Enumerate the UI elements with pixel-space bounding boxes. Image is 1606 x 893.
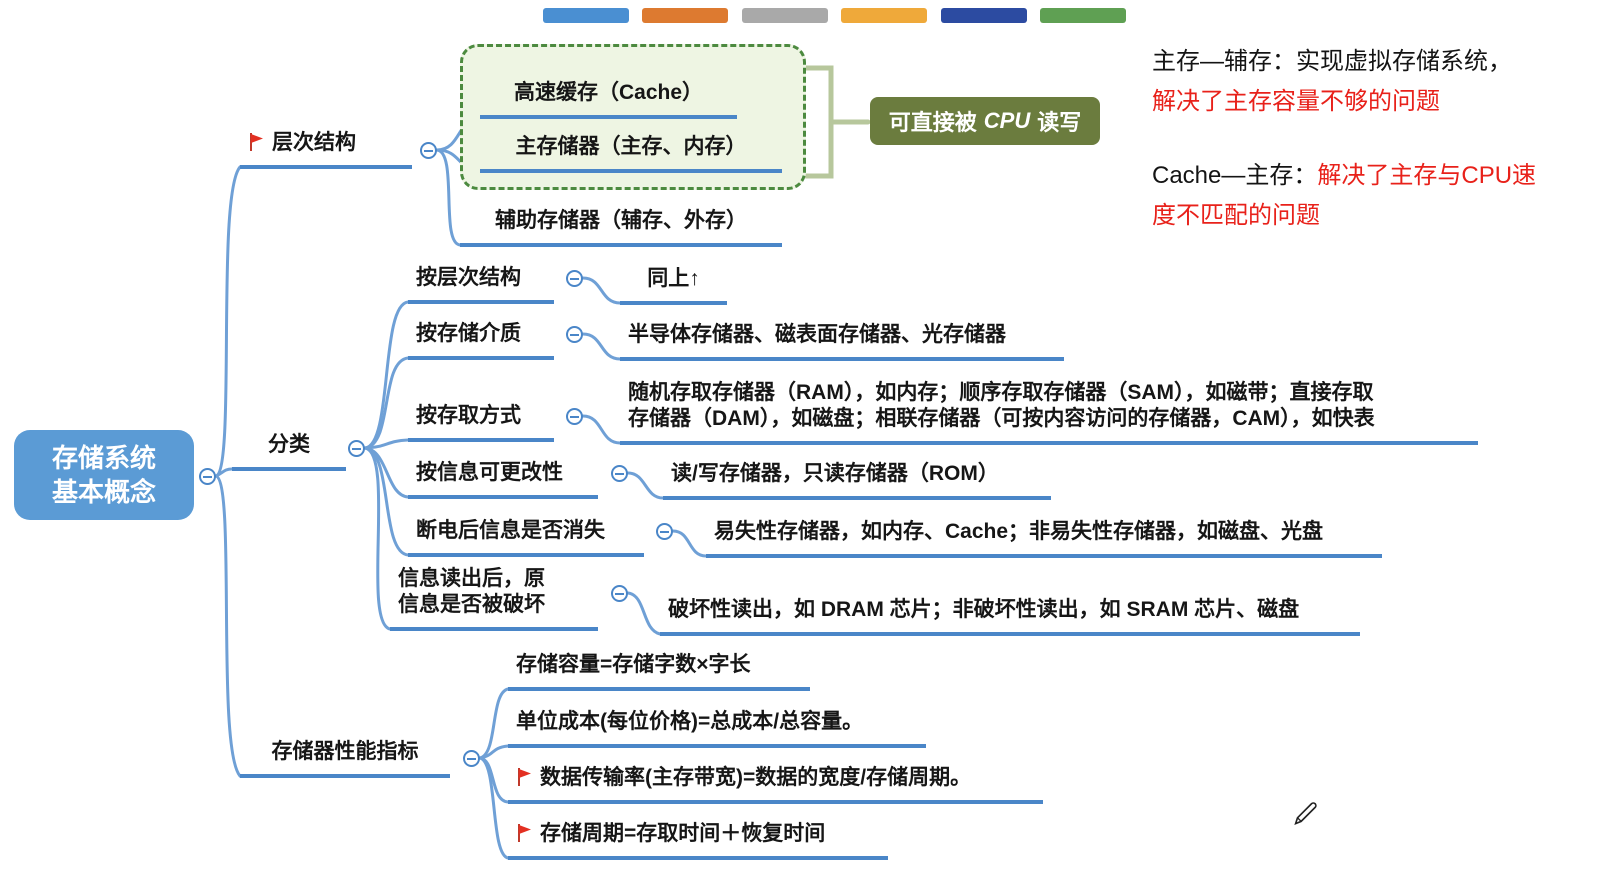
detail-line: 随机存取存储器（RAM），如内存；顺序存取存储器（SAM），如磁带；直接存取 (628, 381, 1374, 404)
color-swatch[interactable] (940, 8, 1027, 23)
topic-by-access-mode[interactable]: 按存取方式 (408, 403, 554, 442)
topic-line: 信息是否被破坏 (398, 593, 545, 616)
color-palette-bar (543, 8, 1135, 24)
detail-same-as-above[interactable]: 同上↑ (620, 266, 727, 305)
collapse-button[interactable] (611, 465, 628, 482)
collapse-button[interactable] (656, 523, 673, 540)
branch-classification[interactable]: 分类 (232, 432, 346, 471)
note-virtual-memory[interactable]: 主存—辅存：实现虚拟存储系统， 解决了主存容量不够的问题 (1152, 42, 1512, 122)
note-line: Cache—主存：解决了主存与CPU速 (1152, 162, 1537, 189)
detail-line: 存储器（DAM），如磁盘；相联存储器（可按内容访问的存储器，CAM），如快表 (628, 407, 1375, 430)
collapse-button[interactable] (566, 408, 583, 425)
topic-cache[interactable]: 高速缓存（Cache） (480, 80, 737, 119)
collapse-button[interactable] (199, 468, 216, 485)
topic-volatility[interactable]: 断电后信息是否消失 (408, 518, 644, 557)
detail-medium-types[interactable]: 半导体存储器、磁表面存储器、光存储器 (620, 322, 1064, 361)
detail-destructive-readout[interactable]: 破坏性读出，如 DRAM 芯片；非破坏性读出，如 SRAM 芯片、磁盘 (660, 597, 1360, 636)
perf-bandwidth[interactable]: 数据传输率(主存带宽)=数据的宽度/存储周期。 (508, 765, 1043, 804)
color-swatch[interactable] (741, 8, 828, 23)
collapse-button[interactable] (566, 270, 583, 287)
topic-destructive-readout[interactable]: 信息读出后，原 信息是否被破坏 (390, 566, 598, 631)
branch-performance[interactable]: 存储器性能指标 (240, 739, 450, 778)
root-topic[interactable]: 存储系统 基本概念 (14, 430, 194, 520)
callout-text-pre: 可直接被 (888, 110, 977, 135)
flag-icon (518, 768, 531, 786)
callout-text-cpu: CPU (983, 108, 1031, 133)
color-swatch[interactable] (841, 8, 928, 23)
collapse-button[interactable] (463, 750, 480, 767)
note-line-red: 度不匹配的问题 (1152, 202, 1320, 229)
topic-line: 信息读出后，原 (398, 567, 545, 590)
topic-main-memory[interactable]: 主存储器（主存、内存） (480, 134, 782, 173)
collapse-button[interactable] (566, 326, 583, 343)
collapse-button[interactable] (348, 440, 365, 457)
flag-icon (518, 824, 531, 842)
topic-by-medium[interactable]: 按存储介质 (408, 321, 554, 360)
root-line2: 基本概念 (51, 477, 156, 507)
perf-cycle-label: 存储周期=存取时间＋恢复时间 (540, 822, 826, 845)
branch-hierarchy[interactable]: 层次结构 (240, 130, 412, 169)
perf-bandwidth-label: 数据传输率(主存带宽)=数据的宽度/存储周期。 (540, 766, 972, 789)
note-line: 主存—辅存：实现虚拟存储系统， (1152, 48, 1512, 75)
summary-bracket (803, 65, 871, 179)
color-swatch[interactable] (642, 8, 729, 23)
flag-icon (250, 133, 263, 151)
collapse-button[interactable] (611, 585, 628, 602)
topic-by-hierarchy[interactable]: 按层次结构 (408, 265, 554, 304)
detail-writability[interactable]: 读/写存储器，只读存储器（ROM） (663, 461, 1051, 500)
detail-volatility[interactable]: 易失性存储器，如内存、Cache；非易失性存储器，如磁盘、光盘 (706, 519, 1382, 558)
detail-access-modes[interactable]: 随机存取存储器（RAM），如内存；顺序存取存储器（SAM），如磁带；直接存取 存… (620, 380, 1478, 445)
edit-pencil-icon[interactable] (1290, 798, 1320, 833)
note-line-red: 解决了主存容量不够的问题 (1152, 88, 1440, 115)
root-line1: 存储系统 (51, 443, 156, 473)
color-swatch[interactable] (543, 8, 629, 23)
perf-unit-cost[interactable]: 单位成本(每位价格)=总成本/总容量。 (508, 709, 926, 748)
collapse-button[interactable] (420, 142, 437, 159)
branch-hierarchy-label: 层次结构 (272, 131, 356, 154)
callout-text-post: 读写 (1037, 110, 1082, 135)
topic-auxiliary-memory[interactable]: 辅助存储器（辅存、外存） (460, 208, 782, 247)
topic-by-writability[interactable]: 按信息可更改性 (408, 460, 598, 499)
note-cache-main[interactable]: Cache—主存：解决了主存与CPU速 度不匹配的问题 (1152, 156, 1536, 236)
perf-capacity[interactable]: 存储容量=存储字数×字长 (508, 652, 810, 691)
perf-cycle[interactable]: 存储周期=存取时间＋恢复时间 (508, 821, 888, 860)
color-swatch[interactable] (1040, 8, 1127, 23)
